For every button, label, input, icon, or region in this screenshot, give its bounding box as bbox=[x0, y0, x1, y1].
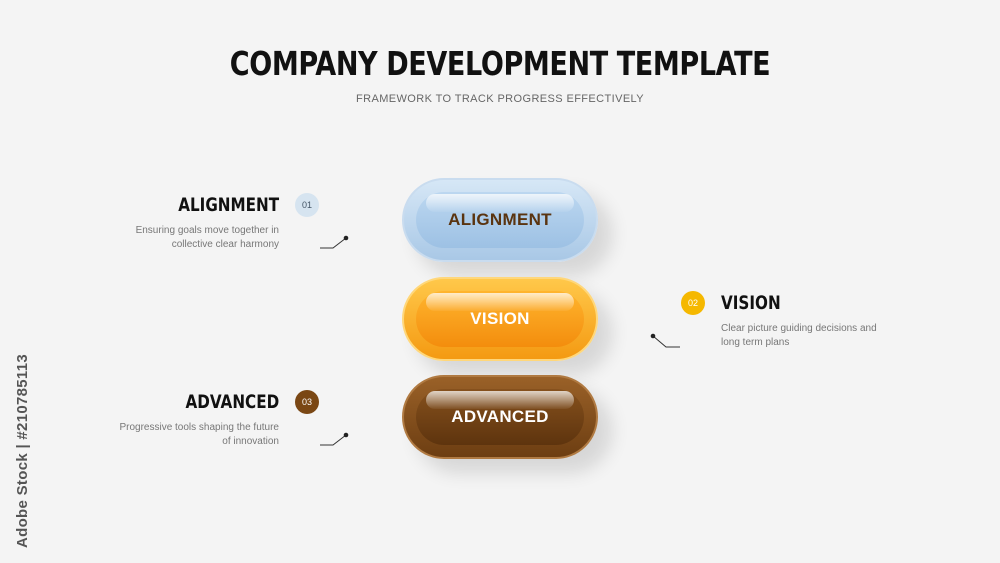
connector-alignment bbox=[320, 235, 349, 249]
alignment-pill-label: ALIGNMENT bbox=[416, 192, 584, 248]
vision-pill-label: VISION bbox=[416, 291, 584, 347]
advanced-description: Progressive tools shaping the future of … bbox=[59, 421, 279, 449]
alignment-pill: ALIGNMENT bbox=[402, 178, 598, 262]
vision-description-line-1: Clear picture guiding decisions and bbox=[721, 323, 877, 334]
stock-watermark: Adobe Stock | #210785113 bbox=[14, 353, 31, 548]
page-title: COMPANY DEVELOPMENT TEMPLATE bbox=[229, 44, 771, 83]
connector-vision bbox=[650, 333, 680, 348]
badge-02: 02 bbox=[681, 291, 705, 315]
alignment-description-line-2: collective clear harmony bbox=[171, 239, 279, 250]
advanced-description-line-2: of innovation bbox=[222, 436, 279, 447]
page-subtitle: FRAMEWORK TO TRACK PROGRESS EFFECTIVELY bbox=[356, 93, 644, 105]
badge-03: 03 bbox=[295, 390, 319, 414]
connector-advanced bbox=[320, 432, 349, 446]
alignment-description: Ensuring goals move together in collecti… bbox=[59, 224, 279, 252]
advanced-pill: ADVANCED bbox=[402, 375, 598, 459]
vision-pill: VISION bbox=[402, 277, 598, 361]
advanced-pill-label: ADVANCED bbox=[416, 389, 584, 445]
advanced-heading: ADVANCED bbox=[185, 391, 279, 413]
vision-heading: VISION bbox=[721, 292, 781, 314]
advanced-description-line-1: Progressive tools shaping the future bbox=[119, 422, 279, 433]
badge-01: 01 bbox=[295, 193, 319, 217]
vision-description-line-2: long term plans bbox=[721, 337, 790, 348]
alignment-heading: ALIGNMENT bbox=[178, 194, 279, 216]
alignment-description-line-1: Ensuring goals move together in bbox=[135, 225, 279, 236]
vision-description: Clear picture guiding decisions and long… bbox=[721, 322, 941, 350]
